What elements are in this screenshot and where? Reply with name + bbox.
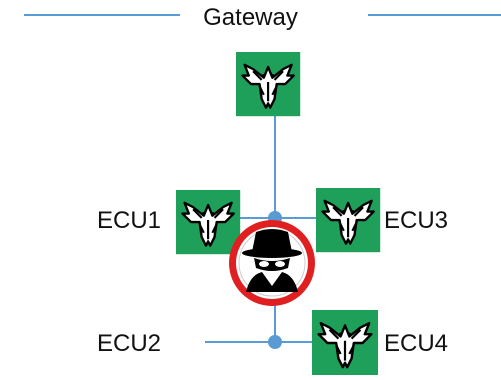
ecu1-label: ECU1: [97, 207, 162, 234]
ecu4-label: ECU4: [384, 330, 449, 357]
ecu3-node-icon: [314, 186, 382, 254]
gateway-node-icon: [234, 50, 302, 118]
diagram-title: Gateway: [203, 4, 298, 31]
ecu4-node-icon: [310, 308, 380, 378]
bus-junction-bottom: [268, 335, 282, 349]
ecu2-label: ECU2: [97, 330, 162, 357]
spy-icon: [229, 220, 315, 306]
ecu1-node-icon: [174, 188, 242, 256]
ecu3-label: ECU3: [384, 207, 449, 234]
